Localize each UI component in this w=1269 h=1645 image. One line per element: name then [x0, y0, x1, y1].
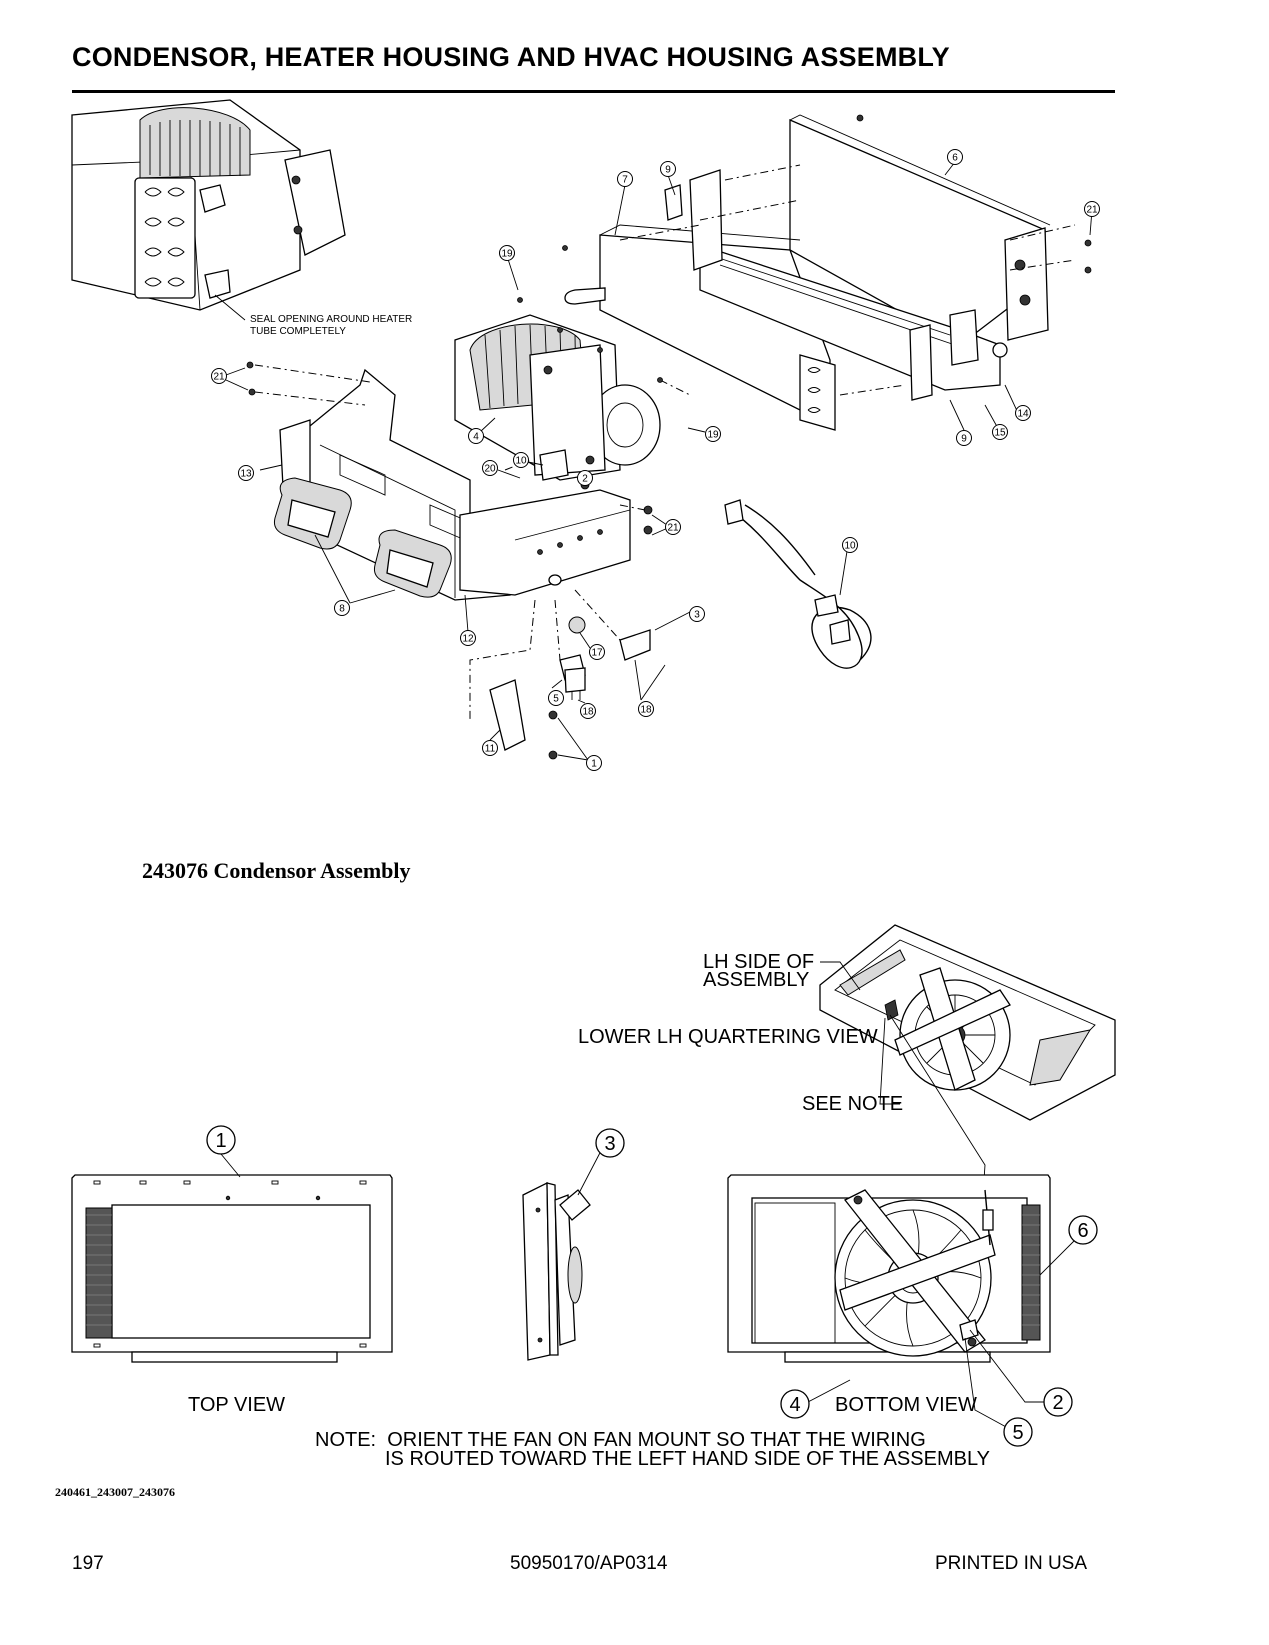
hvac-coil-housing	[564, 114, 1051, 431]
callout-bubble: 10	[513, 452, 529, 468]
callout-bubble: 5	[1003, 1417, 1033, 1447]
callout-bubble: 20	[482, 460, 498, 476]
svg-text:10: 10	[515, 456, 527, 467]
callout-bubble: 14	[1015, 405, 1031, 421]
callout-bubble: 2	[577, 470, 593, 486]
svg-text:14: 14	[1017, 409, 1029, 420]
svg-text:2: 2	[582, 474, 588, 485]
wiring-note-line-1: NOTE: ORIENT THE FAN ON FAN MOUNT SO THA…	[315, 1429, 926, 1451]
callout-bubble: 3	[595, 1128, 625, 1158]
side-view-drawing	[522, 1181, 591, 1361]
callout-bubble: 18	[638, 701, 654, 717]
callout-bubble: 4	[468, 428, 484, 444]
page-number: 197	[72, 1553, 104, 1574]
svg-text:21: 21	[1086, 205, 1098, 216]
callout-bubble: 13	[238, 465, 254, 481]
svg-text:9: 9	[961, 434, 967, 445]
bottom-view-leaders	[807, 1236, 1079, 1429]
callout-bubble: 18	[580, 703, 596, 719]
wiring-note-line-2: IS ROUTED TOWARD THE LEFT HAND SIDE OF T…	[385, 1448, 990, 1470]
printed-in-usa: PRINTED IN USA	[935, 1553, 1088, 1574]
svg-text:1: 1	[591, 759, 597, 770]
svg-text:3: 3	[604, 1133, 615, 1155]
svg-text:18: 18	[582, 707, 594, 718]
callout-bubble: 12	[460, 630, 476, 646]
callout-bubble: 5	[548, 690, 564, 706]
top-view-drawing	[71, 1174, 393, 1363]
lh-side-label-2: ASSEMBLY	[703, 969, 809, 991]
svg-text:7: 7	[622, 175, 628, 186]
svg-text:15: 15	[994, 428, 1006, 439]
svg-text:21: 21	[667, 523, 679, 534]
svg-text:19: 19	[501, 249, 513, 260]
svg-text:13: 13	[240, 469, 252, 480]
callout-bubble: 17	[589, 644, 605, 660]
callout-bubble: 4	[780, 1389, 810, 1419]
svg-text:18: 18	[640, 705, 652, 716]
callout-bubble: 1	[206, 1125, 236, 1155]
callout-bubble: 6	[1068, 1215, 1098, 1245]
callout-bubble: 9	[660, 161, 676, 177]
svg-text:19: 19	[707, 430, 719, 441]
callout-bubble: 7	[617, 171, 633, 187]
callout-bubble: 9	[956, 430, 972, 446]
callout-bubble: 10	[842, 537, 858, 553]
small-parts	[246, 114, 1092, 760]
svg-text:10: 10	[844, 541, 856, 552]
callout-bubble: 19	[705, 426, 721, 442]
side-view-leader	[577, 1146, 604, 1196]
svg-text:2: 2	[1052, 1392, 1063, 1414]
heater-housing-drawing	[71, 99, 346, 321]
section-title: 243076 Condensor Assembly	[142, 858, 411, 883]
title-rule	[72, 90, 1115, 93]
callout-bubble: 3	[689, 606, 705, 622]
callout-bubble: 8	[334, 600, 350, 616]
top-view-leader	[220, 1153, 241, 1178]
gasket-rings	[274, 477, 452, 598]
svg-text:17: 17	[591, 648, 603, 659]
blower-assembly	[454, 314, 661, 481]
hvac-leader-lines	[619, 164, 1076, 396]
svg-text:11: 11	[485, 744, 496, 755]
callout-bubble: 11	[482, 740, 498, 756]
callout-bubble: 15	[992, 424, 1008, 440]
svg-text:21: 21	[213, 372, 225, 383]
upper-callout-bubbles: 9 7 6 21 19 21 4 19 9 15 14 13 20 10 2 2…	[211, 149, 1100, 771]
svg-text:5: 5	[1012, 1422, 1023, 1444]
page-title: CONDENSOR, HEATER HOUSING AND HVAC HOUSI…	[72, 42, 950, 72]
svg-text:12: 12	[462, 634, 474, 645]
quartering-view-drawing	[819, 924, 1116, 1121]
callout-bubble: 21	[211, 368, 227, 384]
seal-note-line-1: SEAL OPENING AROUND HEATER	[250, 314, 412, 325]
svg-text:1: 1	[215, 1130, 226, 1152]
callout-bubble: 21	[1084, 201, 1100, 217]
svg-text:6: 6	[952, 153, 958, 164]
lh-side-label-1: LH SIDE OF	[703, 951, 814, 973]
callout-bubble: 19	[499, 245, 515, 261]
quartering-view-label: LOWER LH QUARTERING VIEW	[578, 1026, 878, 1048]
callout-bubble: 1	[586, 755, 602, 771]
seal-note-line-2: TUBE COMPLETELY	[250, 326, 346, 337]
bottom-view-drawing	[727, 1174, 1051, 1363]
svg-text:20: 20	[484, 464, 496, 475]
svg-text:4: 4	[473, 432, 479, 443]
bottom-view-label: BOTTOM VIEW	[835, 1394, 977, 1416]
document-number: 50950170/AP0314	[510, 1553, 668, 1574]
hvac-housing	[279, 368, 631, 601]
callout-bubble: 2	[1043, 1387, 1073, 1417]
svg-text:4: 4	[789, 1394, 800, 1416]
top-view-label: TOP VIEW	[188, 1394, 285, 1416]
see-note-label: SEE NOTE	[802, 1093, 903, 1115]
drawing-code: 240461_243007_243076	[55, 1485, 175, 1499]
svg-text:5: 5	[553, 694, 559, 705]
callout-bubble: 6	[947, 149, 963, 165]
svg-text:6: 6	[1077, 1220, 1088, 1242]
svg-text:8: 8	[339, 604, 345, 615]
callout-bubble: 21	[665, 519, 681, 535]
lower-callout-bubbles: 1 3 6 2 4 5	[206, 1125, 1098, 1447]
svg-text:3: 3	[694, 610, 700, 621]
svg-text:9: 9	[665, 165, 671, 176]
